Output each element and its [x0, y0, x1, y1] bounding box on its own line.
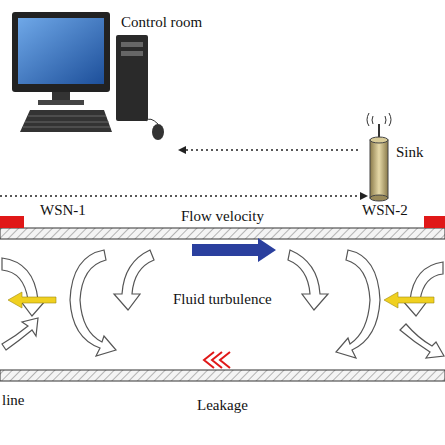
sensor-block: [424, 216, 445, 228]
text-label: Flow velocity: [181, 208, 264, 225]
flow-arrow: [192, 238, 276, 262]
text-label: Fluid turbulence: [173, 291, 272, 308]
text-label: Leakage: [197, 397, 248, 414]
dotted-connector: [178, 146, 358, 154]
yellow-arrow: [384, 292, 434, 308]
leakage-mark: [204, 352, 230, 368]
pipe-wall: [0, 228, 445, 239]
sink-node-icon: [367, 113, 391, 201]
text-label: WSN-1: [40, 202, 86, 219]
dotted-link: [0, 195, 362, 197]
computer-icon: [12, 12, 164, 140]
turbulence-arrows: [2, 250, 444, 358]
text-label: line: [2, 392, 25, 409]
text-label: WSN-2: [362, 202, 408, 219]
computer-node: Control room: [5, 5, 178, 160]
sink-node: Sink: [358, 118, 442, 202]
pipe-wall: [0, 370, 445, 381]
yellow-arrow: [8, 292, 56, 308]
node-label: Control room: [121, 14, 202, 31]
node-label: Sink: [396, 144, 424, 161]
sensor-block: [0, 216, 24, 228]
arrow-head: [360, 192, 368, 200]
